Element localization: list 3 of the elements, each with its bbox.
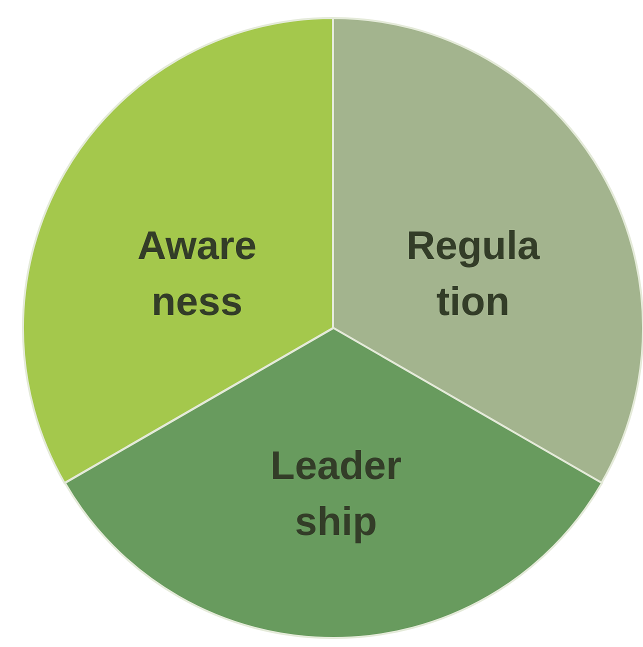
segment-label: Leader ship: [269, 443, 403, 546]
segment-label: Aware ness: [136, 223, 258, 326]
segment-label: Regula tion: [405, 223, 541, 326]
